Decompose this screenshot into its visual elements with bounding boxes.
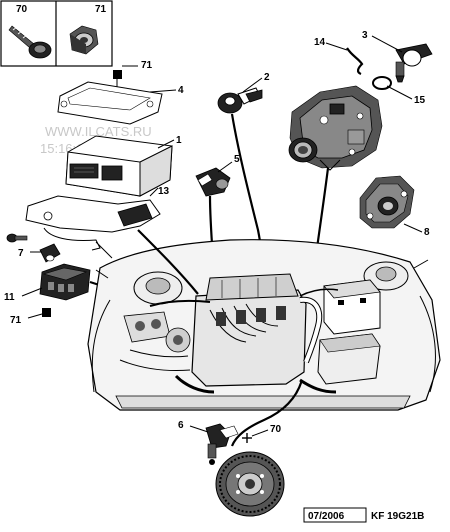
callout-5: 5 xyxy=(234,154,240,165)
leader-7 xyxy=(95,241,113,259)
part-8-housing-icon xyxy=(359,175,415,229)
callout-14: 14 xyxy=(314,37,326,48)
leader-flywheel xyxy=(230,379,304,447)
part-3-sensor-icon xyxy=(395,43,433,83)
marker-71-top xyxy=(113,70,122,79)
callout-13: 13 xyxy=(158,186,170,197)
callout-15: 15 xyxy=(414,95,426,106)
part-5-sensor-icon xyxy=(195,167,231,197)
callout-2: 2 xyxy=(264,72,270,83)
screw-70-icon xyxy=(8,25,52,59)
inset-label-70: 70 xyxy=(16,4,28,15)
footer-date: 07/2006 xyxy=(308,511,345,522)
flywheel-icon xyxy=(215,451,285,517)
callout-4: 4 xyxy=(178,85,184,96)
part-2-knock-sensor-icon xyxy=(217,87,263,114)
watermark-url: WWW.ILCATS.RU xyxy=(45,124,152,139)
nut-71-icon xyxy=(69,25,99,55)
part-1-ecu-icon xyxy=(65,135,173,197)
callout-11: 11 xyxy=(4,292,15,303)
callout-3: 3 xyxy=(362,30,368,41)
callout-8: 8 xyxy=(424,227,430,238)
leader-13 xyxy=(137,229,199,295)
inset-label-71: 71 xyxy=(95,4,107,15)
marker-71-bottom xyxy=(42,308,51,317)
screw-70-lower-icon xyxy=(242,433,252,443)
footer-code: KF 19G21B xyxy=(371,511,424,522)
callout-7: 7 xyxy=(18,248,24,259)
part-7-connector-icon xyxy=(39,243,61,263)
engine-bay-illustration xyxy=(87,239,441,411)
callout-71-bottom: 71 xyxy=(10,315,22,326)
part-11-relay-module-icon xyxy=(39,263,91,301)
part-14-clip-icon xyxy=(346,47,364,76)
callout-70: 70 xyxy=(270,424,282,435)
inset-panel: 70 71 xyxy=(0,0,113,67)
part-4-bracket-icon xyxy=(57,81,163,125)
callout-71-top: 71 xyxy=(141,60,153,71)
callout-6: 6 xyxy=(178,420,184,431)
part-15-oring-icon xyxy=(372,76,392,90)
throttle-body-icon xyxy=(288,85,383,171)
part-6-sensor-icon xyxy=(205,423,239,465)
part-13-harness-bracket-icon xyxy=(25,195,161,251)
callout-1: 1 xyxy=(176,135,182,146)
footer-code-box: 07/2006 KF 19G21B xyxy=(303,507,424,523)
bolt-icon xyxy=(6,233,28,243)
